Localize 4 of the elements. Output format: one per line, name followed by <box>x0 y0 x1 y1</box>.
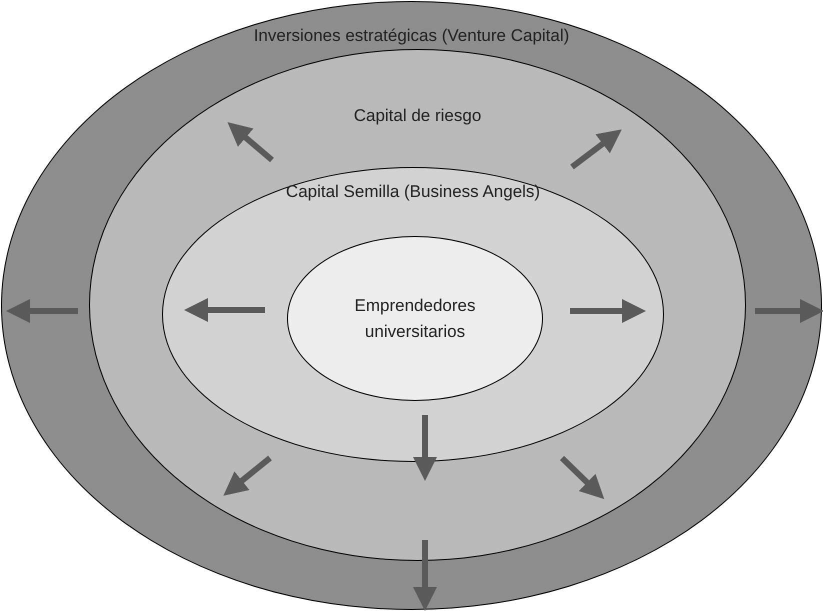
band-label: Inversiones estratégicas (Venture Capital) <box>254 25 570 47</box>
band-label: Capital Semilla (Business Angels) <box>286 181 540 203</box>
node-label: Emprendedores universitarios <box>354 294 476 342</box>
band-label: Capital de riesgo <box>354 105 482 127</box>
